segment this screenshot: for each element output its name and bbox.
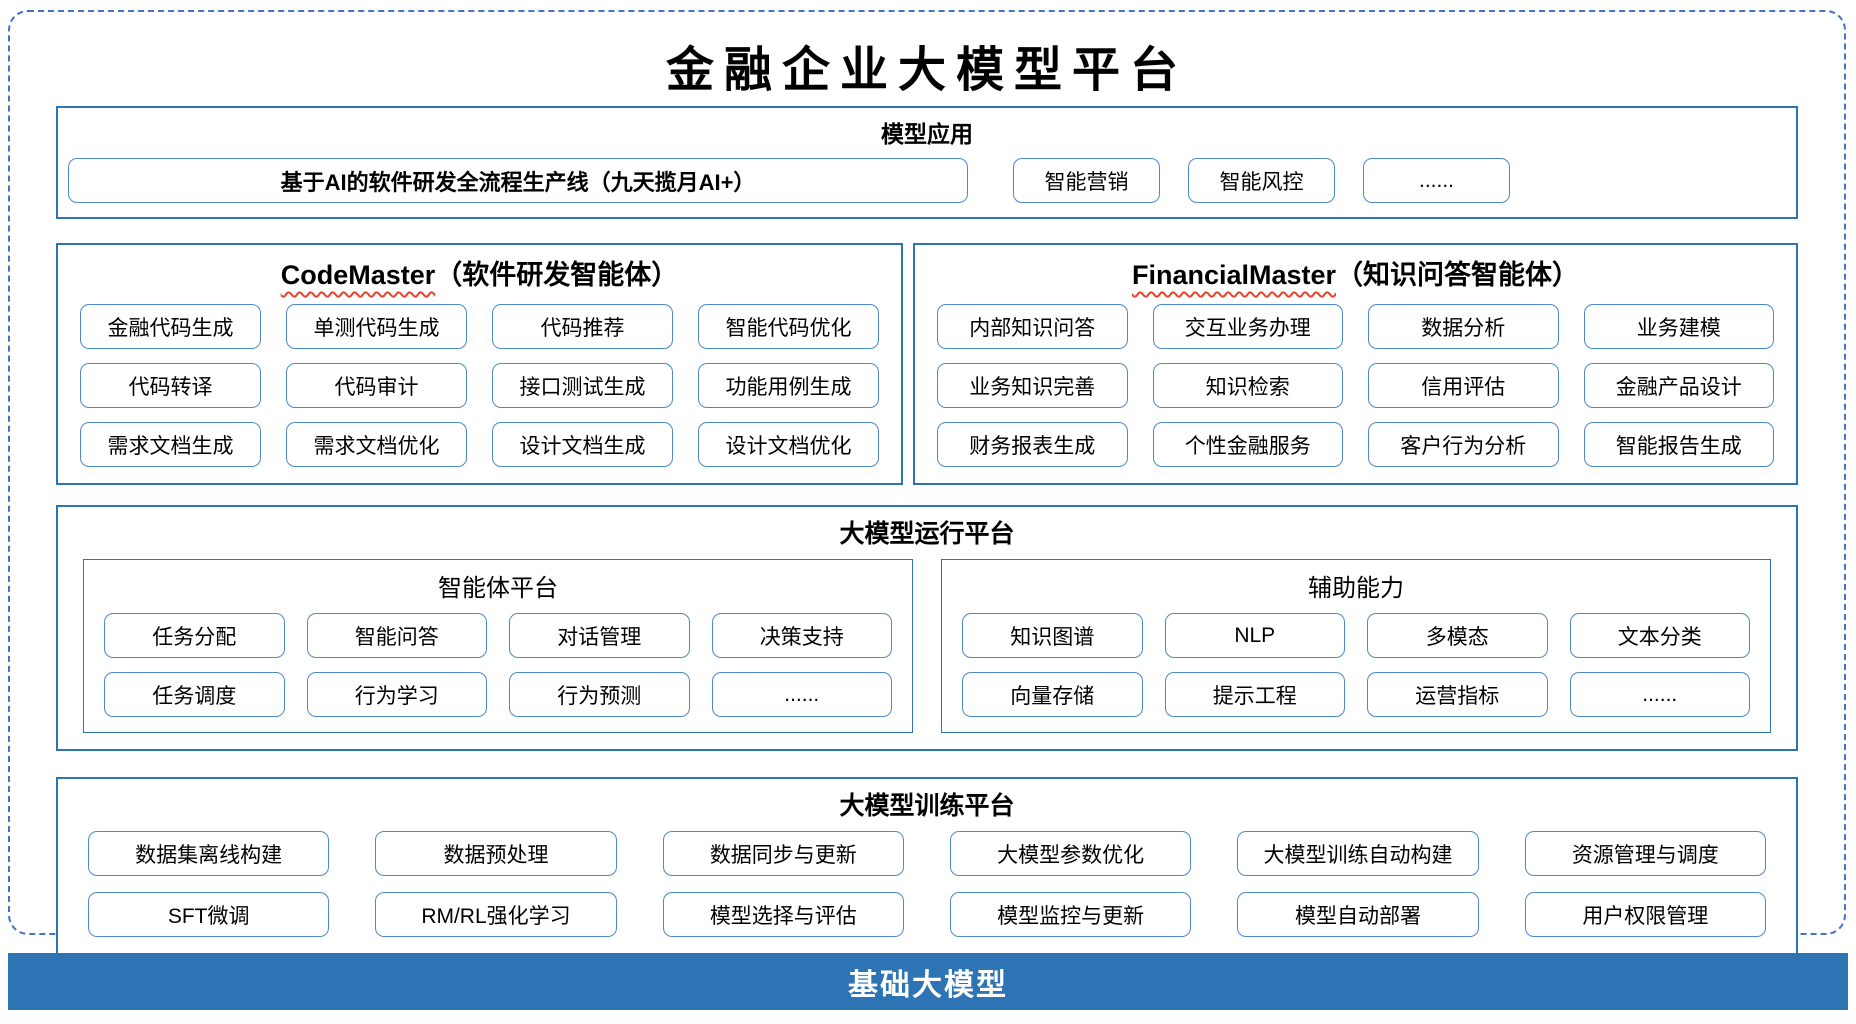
chip: 任务分配	[104, 613, 285, 658]
chip: 金融代码生成	[80, 304, 261, 349]
chip: 知识图谱	[962, 613, 1143, 658]
chip: 对话管理	[509, 613, 690, 658]
chip: 模型选择与评估	[662, 892, 904, 937]
training-grid: 数据集离线构建数据预处理数据同步与更新大模型参数优化大模型训练自动构建资源管理与…	[58, 831, 1796, 937]
chip: 智能风控	[1188, 158, 1335, 203]
code-master-grid: 金融代码生成单测代码生成代码推荐智能代码优化代码转译代码审计接口测试生成功能用例…	[58, 304, 901, 467]
chip: 向量存储	[962, 672, 1143, 717]
pipeline-chip: 基于AI的软件研发全流程生产线（九天揽月AI+）	[68, 158, 968, 203]
runtime-platform-panel: 大模型运行平台 智能体平台 任务分配智能问答对话管理决策支持任务调度行为学习行为…	[56, 505, 1798, 751]
chip: 信用评估	[1368, 363, 1559, 408]
auxiliary-grid: 知识图谱 NLP 多模态文本分类向量存储提示工程运营指标......	[942, 613, 1770, 717]
auxiliary-title: 辅助能力	[1308, 575, 1404, 602]
chip: 业务建模	[1583, 304, 1774, 349]
foundation-bar: 基础大模型	[8, 953, 1848, 1010]
runtime-platform-header: 大模型运行平台	[839, 520, 1015, 548]
code-master-name: CodeMaster	[280, 260, 436, 290]
agents-row: CodeMaster（软件研发智能体） 金融代码生成单测代码生成代码推荐智能代码…	[56, 243, 1798, 485]
agent-platform-title: 智能体平台	[438, 575, 558, 602]
chip: 代码审计	[286, 363, 467, 408]
training-platform-header: 大模型训练平台	[839, 792, 1015, 820]
chip: 设计文档生成	[492, 422, 673, 467]
chip: 金融产品设计	[1583, 363, 1774, 408]
financial-master-subtitle: （知识问答智能体）	[1336, 260, 1580, 290]
chip: 智能营销	[1013, 158, 1160, 203]
chip: NLP	[1164, 613, 1345, 658]
chip: 财务报表生成	[937, 422, 1128, 467]
chip: 模型自动部署	[1237, 892, 1479, 937]
chip: 资源管理与调度	[1524, 831, 1766, 876]
chip: 文本分类	[1569, 613, 1750, 658]
chip: 功能用例生成	[698, 363, 879, 408]
chip: 数据集离线构建	[88, 831, 330, 876]
chip: 业务知识完善	[937, 363, 1128, 408]
chip: 大模型训练自动构建	[1237, 831, 1479, 876]
financial-master-name: FinancialMaster	[1131, 260, 1337, 290]
chip: 需求文档生成	[80, 422, 261, 467]
chip: 运营指标	[1367, 672, 1548, 717]
chip: 知识检索	[1152, 363, 1343, 408]
runtime-row: 智能体平台 任务分配智能问答对话管理决策支持任务调度行为学习行为预测......…	[58, 559, 1796, 733]
agent-platform-grid: 任务分配智能问答对话管理决策支持任务调度行为学习行为预测......	[84, 613, 912, 717]
chip: 需求文档优化	[286, 422, 467, 467]
chip: ......	[711, 672, 892, 717]
model-application-panel: 模型应用 基于AI的软件研发全流程生产线（九天揽月AI+） 智能营销智能风控..…	[56, 106, 1798, 219]
model-application-header: 模型应用	[881, 121, 973, 147]
chip: 数据预处理	[375, 831, 617, 876]
chip: 内部知识问答	[937, 304, 1128, 349]
chip: 设计文档优化	[698, 422, 879, 467]
chip: 用户权限管理	[1524, 892, 1766, 937]
page-title: 金融企业大模型平台	[665, 42, 1188, 98]
chip: 智能报告生成	[1583, 422, 1774, 467]
financial-master-panel: FinancialMaster（知识问答智能体） 内部知识问答交互业务办理数据分…	[913, 243, 1798, 485]
model-application-items: 智能营销智能风控......	[1013, 158, 1510, 203]
chip: 智能代码优化	[698, 304, 879, 349]
financial-master-header: FinancialMaster（知识问答智能体）	[915, 245, 1796, 304]
training-platform-panel: 大模型训练平台 数据集离线构建数据预处理数据同步与更新大模型参数优化大模型训练自…	[56, 777, 1798, 957]
chip: 接口测试生成	[492, 363, 673, 408]
chip: 数据同步与更新	[662, 831, 904, 876]
agent-platform-box: 智能体平台 任务分配智能问答对话管理决策支持任务调度行为学习行为预测......	[83, 559, 913, 733]
chip: ......	[1363, 158, 1510, 203]
foundation-label: 基础大模型	[848, 968, 1008, 1002]
chip: 决策支持	[711, 613, 892, 658]
chip: 多模态	[1367, 613, 1548, 658]
financial-master-grid: 内部知识问答交互业务办理数据分析业务建模业务知识完善知识检索信用评估金融产品设计…	[915, 304, 1796, 467]
chip: RM/RL强化学习	[375, 892, 617, 937]
chip: 代码推荐	[492, 304, 673, 349]
chip: 模型监控与更新	[949, 892, 1192, 937]
chip: 行为预测	[509, 672, 690, 717]
chip: ......	[1569, 672, 1750, 717]
chip: 任务调度	[104, 672, 285, 717]
code-master-header: CodeMaster（软件研发智能体）	[58, 245, 901, 304]
code-master-panel: CodeMaster（软件研发智能体） 金融代码生成单测代码生成代码推荐智能代码…	[56, 243, 903, 485]
chip: 大模型参数优化	[949, 831, 1192, 876]
model-application-row: 基于AI的软件研发全流程生产线（九天揽月AI+） 智能营销智能风控......	[58, 158, 1796, 203]
chip: 个性金融服务	[1152, 422, 1343, 467]
platform-frame: 金融企业大模型平台 模型应用 基于AI的软件研发全流程生产线（九天揽月AI+） …	[8, 10, 1846, 957]
chip: SFT微调	[88, 892, 330, 937]
chip: 智能问答	[306, 613, 487, 658]
chip: 单测代码生成	[286, 304, 467, 349]
chip: 数据分析	[1368, 304, 1559, 349]
chip: 提示工程	[1164, 672, 1345, 717]
auxiliary-box: 辅助能力 知识图谱 NLP 多模态文本分类向量存储提示工程运营指标......	[941, 559, 1771, 733]
code-master-subtitle: （软件研发智能体）	[435, 260, 679, 290]
chip: 行为学习	[306, 672, 487, 717]
chip: 客户行为分析	[1368, 422, 1559, 467]
chip: 代码转译	[80, 363, 261, 408]
chip: 交互业务办理	[1152, 304, 1343, 349]
